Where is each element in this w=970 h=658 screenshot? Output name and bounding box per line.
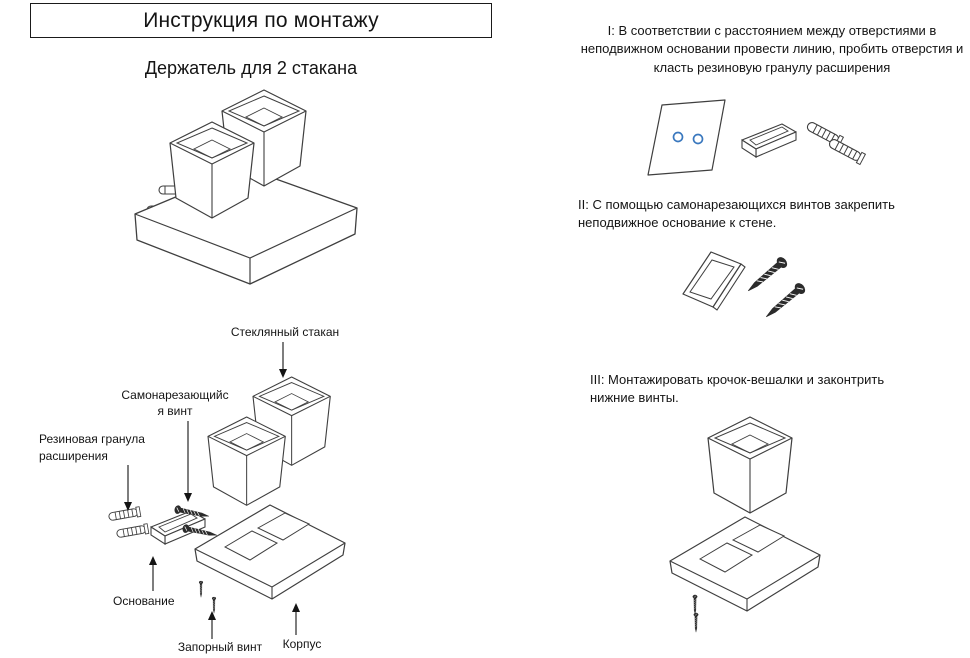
body-frame-drawing bbox=[669, 516, 821, 612]
step-2-text: II: С помощью самонарезающихся винтов за… bbox=[578, 197, 895, 231]
fixed-base-frame-drawing bbox=[682, 251, 746, 311]
lock-screw-drawing bbox=[692, 594, 698, 615]
label-body: Корпус bbox=[283, 637, 322, 651]
lock-screw-drawing bbox=[693, 612, 699, 633]
label-dowel-line2: расширения bbox=[39, 449, 108, 463]
page-title: Инструкция по монтажу bbox=[143, 8, 379, 32]
lock-screw-drawing bbox=[198, 580, 204, 598]
lock-screw-drawing bbox=[211, 596, 217, 614]
label-lock-screw: Запорный винт bbox=[178, 640, 263, 654]
arrow-base bbox=[149, 556, 157, 591]
title-box: Инструкция по монтажу bbox=[30, 3, 492, 38]
label-dowel-line1: Резиновая гранула bbox=[39, 432, 145, 446]
assembled-holder-drawing bbox=[134, 89, 358, 285]
self-tapping-screw-drawing bbox=[761, 280, 808, 322]
wall-plug-drawing bbox=[826, 136, 866, 166]
drill-hole-mark bbox=[692, 133, 704, 145]
step-1-text: I: В соответствии с расстоянием между от… bbox=[580, 23, 964, 75]
arrow-glass bbox=[279, 342, 287, 378]
base-bracket-drawing bbox=[150, 510, 206, 545]
wall-plug-drawing bbox=[115, 523, 150, 540]
glass-cup-front-drawing bbox=[207, 416, 286, 506]
arrow-body bbox=[292, 603, 300, 635]
exploded-view-drawing: Стеклянный стакан Самонарезающийс я винт… bbox=[39, 325, 346, 654]
step-3-drawing bbox=[669, 416, 821, 633]
label-screw-line2: я винт bbox=[157, 404, 193, 418]
wall-plate-drawing bbox=[647, 99, 726, 176]
wall-plug-drawing bbox=[107, 506, 142, 523]
step-3-text: III: Монтажировать крочок-вешалки и зако… bbox=[590, 372, 885, 406]
drill-hole-mark bbox=[672, 131, 684, 143]
arrow-screw bbox=[184, 421, 192, 502]
product-subtitle: Держатель для 2 стакана bbox=[144, 58, 358, 78]
self-tapping-screw-drawing bbox=[743, 254, 790, 296]
glass-cup-drawing bbox=[707, 416, 793, 514]
label-base: Основание bbox=[113, 594, 175, 608]
arrow-lock-screw bbox=[208, 611, 216, 639]
label-glass: Стеклянный стакан bbox=[231, 325, 339, 339]
base-bracket-drawing bbox=[741, 123, 797, 158]
body-frame-drawing bbox=[194, 504, 346, 600]
step-2-drawing bbox=[682, 251, 808, 322]
arrow-dowel bbox=[124, 465, 132, 511]
step-1-drawing bbox=[647, 99, 866, 176]
label-screw-line1: Самонарезающийс bbox=[121, 388, 228, 402]
